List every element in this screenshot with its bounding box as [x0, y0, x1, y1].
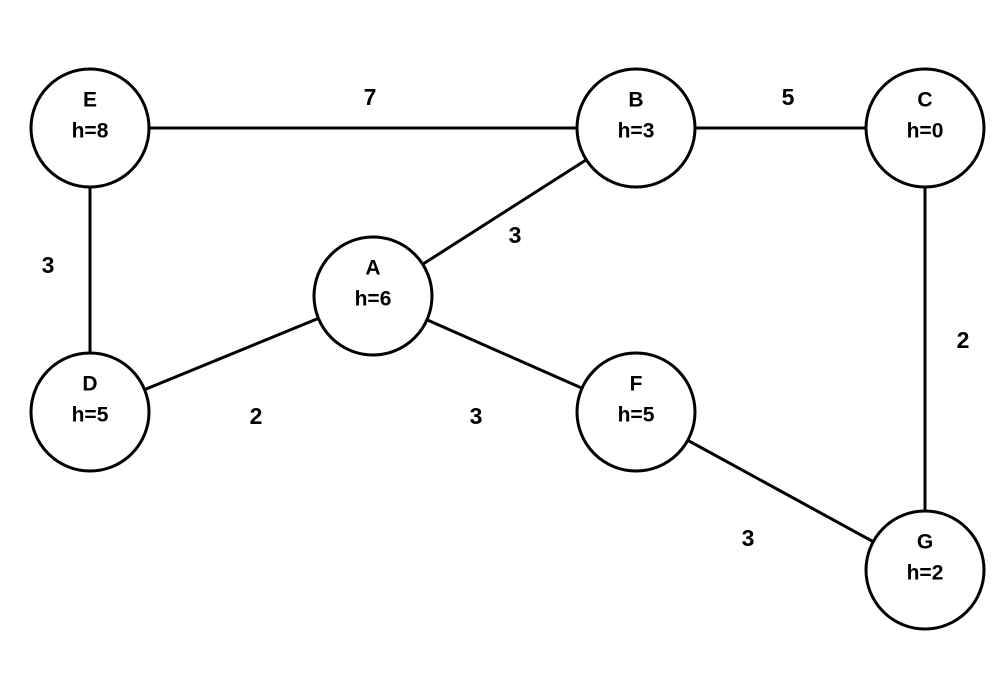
node-label: G — [917, 531, 933, 554]
node-circle — [312, 235, 434, 357]
node-heuristic: h=8 — [72, 120, 109, 143]
node-label: C — [917, 89, 932, 112]
node-label: E — [83, 89, 97, 112]
node-heuristic: h=5 — [618, 404, 655, 427]
node-label: F — [630, 373, 643, 396]
edge-weight-b-a: 3 — [509, 222, 522, 248]
node-circle — [29, 67, 151, 189]
node-circle — [575, 351, 697, 473]
node-label: A — [365, 257, 380, 280]
edges-layer — [88, 126, 927, 572]
node-heuristic: h=5 — [72, 404, 109, 427]
node-heuristic: h=3 — [618, 120, 655, 143]
node-c: Ch=0 — [864, 67, 986, 189]
edge-weight-a-d: 2 — [250, 403, 263, 429]
node-d: Dh=5 — [29, 351, 151, 473]
node-g: Gh=2 — [864, 509, 986, 631]
node-e: Eh=8 — [29, 67, 151, 189]
node-heuristic: h=2 — [907, 562, 944, 585]
edge-weight-a-f: 3 — [470, 403, 483, 429]
edge-weight-f-g: 3 — [742, 525, 755, 551]
node-label: D — [82, 373, 97, 396]
node-a: Ah=6 — [312, 235, 434, 357]
node-b: Bh=3 — [575, 67, 697, 189]
edge-weight-b-c: 5 — [782, 84, 795, 110]
edge-weight-e-d: 3 — [42, 252, 55, 278]
node-circle — [29, 351, 151, 473]
node-circle — [575, 67, 697, 189]
node-circle — [864, 67, 986, 189]
nodes-layer: Eh=8Bh=3Ch=0Ah=6Dh=5Fh=5Gh=2 — [29, 67, 986, 631]
node-heuristic: h=6 — [355, 288, 392, 311]
node-label: B — [628, 89, 643, 112]
node-f: Fh=5 — [575, 351, 697, 473]
edge-weight-e-b: 7 — [364, 84, 377, 110]
edge-weights-layer: 7 5 3 3 2 3 2 3 — [42, 84, 970, 551]
node-circle — [864, 509, 986, 631]
edge-weight-c-g: 2 — [957, 327, 970, 353]
node-heuristic: h=0 — [907, 120, 944, 143]
